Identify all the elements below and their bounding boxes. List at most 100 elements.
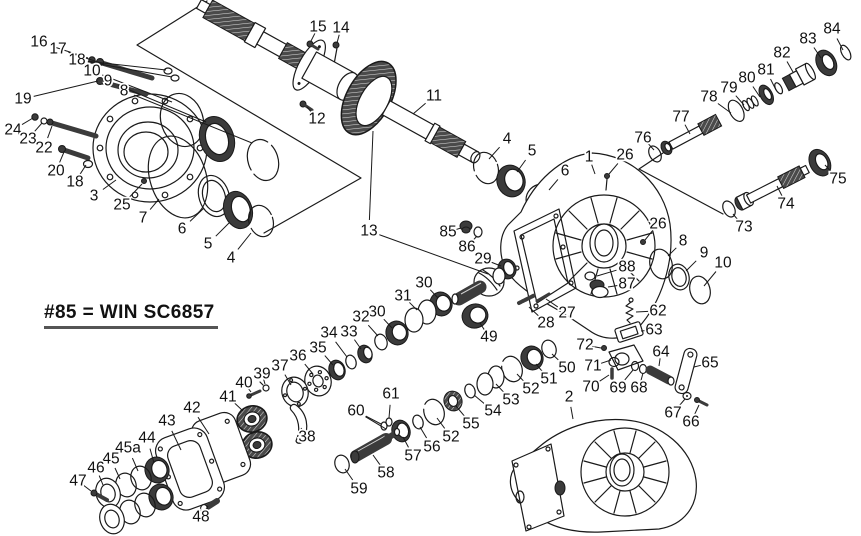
part-label: 30 [368, 304, 386, 321]
leader-line [640, 372, 644, 382]
leader-line [83, 485, 92, 492]
leader-line [379, 234, 489, 275]
shift-mechanism-group [601, 297, 709, 407]
part-label: 7 [139, 210, 148, 227]
leader-line [310, 33, 316, 42]
part-label: 70 [582, 379, 600, 396]
drain-plug-87 [589, 279, 609, 299]
part-label: 8 [120, 83, 129, 100]
part-label: 59 [350, 481, 367, 498]
leader-line [419, 426, 428, 439]
leader-line [596, 269, 617, 277]
leader-line [300, 427, 305, 434]
part-label: 32 [352, 309, 369, 326]
o-ring-86 [473, 226, 483, 238]
part-label: 86 [458, 239, 475, 256]
spring-62 [625, 301, 634, 324]
housing-ribs [583, 430, 667, 514]
part-label: 14 [332, 20, 350, 37]
part-label: 6 [178, 221, 187, 238]
part-label: 19 [14, 91, 31, 108]
leader-line [203, 505, 209, 513]
leader-line [368, 130, 374, 221]
part-label: 58 [377, 465, 394, 482]
axle-tube-flange [92, 92, 280, 238]
part-label: 23 [19, 131, 36, 148]
part-label: 25 [113, 197, 130, 214]
gear-cluster-group [90, 333, 388, 535]
leader-line [33, 122, 43, 133]
plate-37 [281, 376, 309, 408]
part-label: 51 [540, 371, 557, 388]
axle-shaft-ring-gear [195, 0, 481, 164]
leader-line [836, 38, 844, 51]
part-label: 47 [69, 473, 86, 490]
pin-27 [535, 292, 551, 303]
leader-line [234, 402, 244, 412]
leader-line [607, 284, 619, 288]
part-label: 50 [558, 360, 576, 377]
part-label: 64 [652, 344, 670, 361]
leader-line [490, 261, 502, 267]
leader-line [353, 339, 362, 350]
detent-plate-63 [614, 321, 644, 343]
leader-line [402, 436, 409, 448]
part-label: 69 [609, 380, 626, 397]
leader-line [516, 373, 526, 383]
gear-41a [236, 405, 268, 433]
leader-line [479, 322, 486, 331]
snap-ring-4 [247, 204, 275, 238]
leader-line [129, 183, 143, 198]
shift-fork-38 [289, 403, 308, 444]
spring-28 [517, 293, 537, 305]
leader-line [47, 125, 53, 139]
leader-line [658, 358, 661, 367]
leader-line [495, 383, 505, 394]
leader-line [102, 74, 173, 103]
part-label: 34 [320, 325, 338, 342]
leader-line [306, 106, 313, 114]
leader-line [703, 271, 717, 287]
leader-line [324, 355, 334, 366]
leader-line [647, 143, 655, 151]
leader-line [516, 159, 527, 173]
leader-line [336, 34, 340, 44]
leader-line [592, 345, 602, 349]
leader-line [388, 404, 391, 419]
part-label: 46 [87, 460, 104, 477]
pinion-nut-85 [459, 220, 473, 234]
leader-line [237, 232, 252, 250]
leader-line [33, 80, 99, 97]
leader-line [545, 298, 559, 308]
leader-line [570, 406, 574, 420]
flange-screw-25 [141, 178, 147, 184]
part-label: 9 [700, 245, 709, 262]
leader-line [473, 394, 485, 405]
bearing-49 [461, 303, 489, 329]
leader-line [114, 467, 121, 480]
part-label: 1 [585, 149, 594, 166]
part-label: 2 [565, 389, 574, 406]
leader-line [215, 222, 230, 237]
part-label: 28 [537, 315, 554, 332]
leader-line [304, 363, 314, 375]
part-label: 87 [618, 276, 635, 293]
part-label: 52 [522, 381, 539, 398]
part-label: 43 [158, 413, 175, 430]
leader-line [59, 151, 65, 163]
shift-lever-65 [674, 347, 698, 395]
leader-line [284, 374, 292, 386]
part-label: 44 [138, 430, 156, 447]
part-label: 4 [227, 250, 236, 267]
part-label: 10 [83, 63, 101, 80]
snap-ring-8 [246, 138, 280, 182]
leader-line [600, 359, 612, 364]
leader-line [488, 146, 500, 160]
part-label: 41 [219, 389, 236, 406]
part-label: 81 [757, 62, 774, 79]
part-label: 67 [664, 405, 681, 422]
leader-line [694, 404, 700, 415]
part-label: 12 [308, 111, 325, 128]
